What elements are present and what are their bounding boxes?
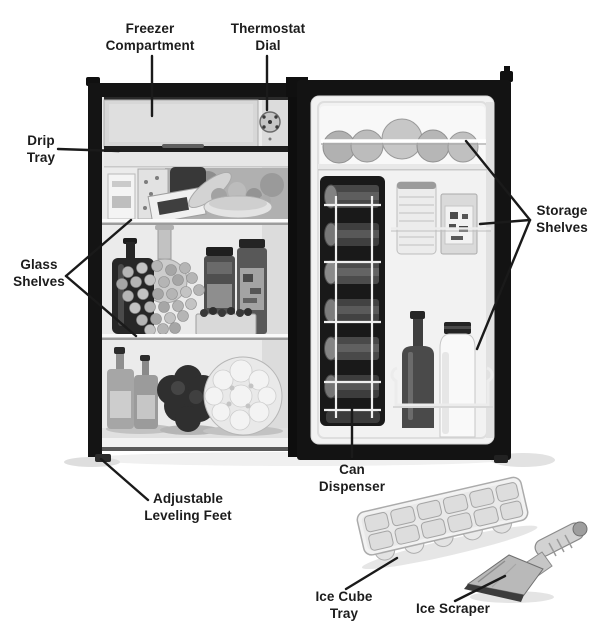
label-ice-scraper: Ice Scraper: [416, 601, 490, 616]
label-glass-shelves: Glass Shelves: [13, 257, 65, 289]
label-drip-tray: Drip Tray: [26, 133, 56, 165]
leveling-foot: [95, 454, 111, 462]
label-ice-cube-tray: Ice Cube Tray: [315, 589, 373, 621]
storage-shelf-upper: [391, 181, 491, 255]
drip-tray: [104, 144, 288, 168]
leader-glass-upper: [64, 218, 133, 278]
leader-drip-tray: [56, 147, 121, 153]
milk-bottle: [439, 322, 476, 438]
label-thermostat-dial: Thermostat Dial: [230, 21, 306, 53]
can-dispenser-wire-rack: [324, 196, 381, 418]
leader-lines: [56, 54, 532, 603]
ice-cube-tray: [356, 476, 538, 570]
leader-storage-top: [464, 139, 532, 222]
shelf-food-middle: [112, 225, 267, 336]
bottle-wire-rack: [390, 366, 494, 407]
shelf-food-bottom: [106, 347, 283, 436]
can-dispenser: [320, 176, 385, 426]
label-can-dispenser: Can Dispenser: [318, 462, 386, 494]
leader-glass-lower: [64, 274, 138, 338]
leader-feet: [99, 457, 150, 502]
glass-shelf-2: [102, 334, 288, 340]
label-storage-shelves: Storage Shelves: [536, 203, 588, 235]
freezer-compartment: [103, 97, 288, 148]
leader-storage-mid: [478, 218, 532, 226]
label-leveling-feet: Adjustable Leveling Feet: [144, 491, 232, 523]
leader-storage-bottom: [475, 218, 532, 351]
leader-ice-tray: [344, 556, 399, 591]
leader-ice-scraper: [453, 574, 507, 603]
storage-shelf-lower: [390, 311, 494, 438]
door-top-shelf: [318, 106, 487, 171]
label-freezer-compartment: Freezer Compartment: [105, 21, 195, 53]
shelf-food-top: [107, 167, 288, 224]
thermostat-dial: [259, 111, 281, 141]
glass-shelf-1: [102, 219, 288, 225]
